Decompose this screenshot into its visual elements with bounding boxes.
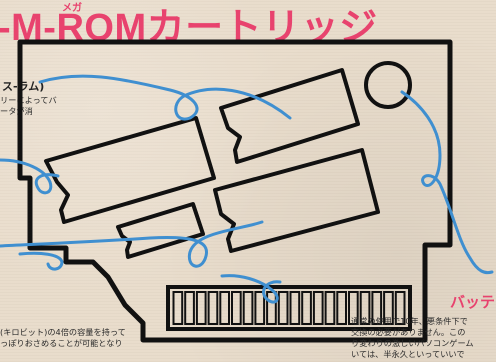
connector-contact [242,291,254,325]
side-note-body: リーによってバ ータが消 [0,95,88,117]
side-note-heading: ス-ラム) [2,80,45,93]
battery-heading: バッテ [450,293,496,311]
connector-contact [195,291,207,325]
connector-contact [254,291,266,325]
connector-contact [394,291,406,325]
chip-small-middle [116,202,205,259]
connector-contact [301,291,312,325]
bottom-left-note: (キロビット)の4倍の容量を持って っぽりおさめることが可能となり [0,327,210,349]
annotation-scribbles [0,74,494,304]
battery-note-line: り変わりの激しいパソコンゲーム [351,338,474,348]
connector-contact [207,291,219,325]
chip-lower-right [213,148,380,253]
scribble-left-bottom [18,251,64,271]
chip-top-left [44,116,216,224]
connector-contact [266,291,277,325]
connector-contact [219,291,231,325]
connector-contact [383,291,394,325]
connector-contact [184,291,195,325]
connector-contact [312,291,324,325]
connector-contact [231,291,242,325]
connector-contact [172,291,184,325]
scribble-top [38,74,292,121]
connector-contact [324,291,336,325]
title-furigana: メガ [62,3,82,14]
battery-note-line: いては、半永久といっていいで [351,349,465,359]
board-outline [17,39,453,343]
battery-circle [364,61,412,109]
scribble-middle [0,220,264,268]
connector-contact [277,291,289,325]
connector-contact [359,291,371,325]
scribble-lower [220,274,282,304]
connector-contact [348,291,359,325]
side-note-line: リーによってバ [0,95,57,105]
chip-top-right [219,68,360,164]
connector-contact [336,291,347,325]
battery-note-line: 通常の使用で10年、悪条件下で [351,316,468,326]
connector-contacts [172,291,406,325]
battery-note-body: 通常の使用で10年、悪条件下で 交換の必要がありません。この り変わりの激しいパ… [351,316,496,360]
battery-note-line: 交換の必要がありません。この [351,327,466,337]
connector-contact [371,291,383,325]
side-note-line: ータが消 [0,106,33,116]
bottom-left-line: っぽりおさめることが可能となり [0,338,123,348]
scribble-right [400,90,494,275]
edge-connector [166,285,412,331]
scribble-left [0,158,60,195]
connector-contact [289,291,301,325]
bottom-left-line: (キロビット)の4倍の容量を持って [0,327,126,337]
